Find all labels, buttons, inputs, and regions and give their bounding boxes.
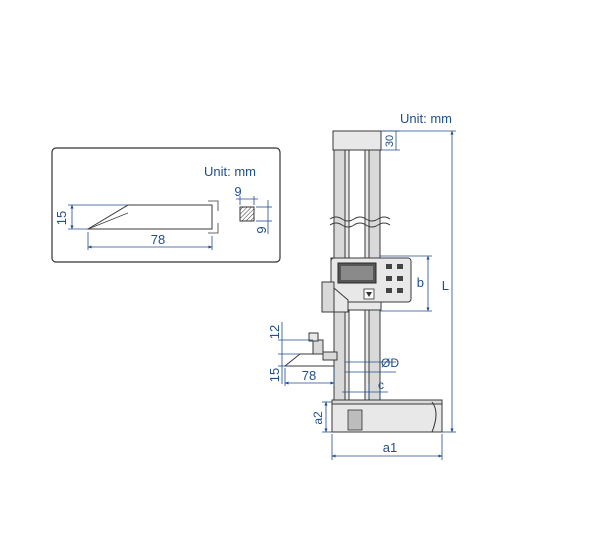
lcd-window: [341, 266, 373, 280]
base-foot: [347, 409, 363, 431]
dim-column-gap: c: [378, 378, 384, 392]
scriber-blade: [86, 204, 213, 230]
dim-scriber-height: 15: [267, 368, 282, 382]
inset-dim-section-height: 9: [254, 226, 269, 233]
display-buttons: [386, 264, 403, 293]
inset-unit-label: Unit: mm: [204, 164, 256, 179]
button: [397, 264, 403, 269]
inset-dim-height: 15: [54, 211, 69, 225]
height-gauge: Unit: mm: [267, 111, 456, 460]
base-top: [331, 399, 443, 405]
holder-arm: [322, 351, 338, 361]
dim-total-height: L: [442, 278, 449, 293]
dim-base-width: a1: [383, 440, 397, 455]
inset-dim-section-width: 9: [234, 184, 241, 199]
scriber-section: [239, 206, 255, 222]
scriber-detail-inset: Unit: mm 15 78 9 9: [51, 147, 281, 263]
slider-wedge: [333, 286, 349, 313]
scriber-tip-line: [87, 212, 129, 230]
inset-dim-length: 78: [151, 232, 165, 247]
button: [386, 264, 392, 269]
arrow-down-icon: [366, 292, 372, 297]
button: [386, 288, 392, 293]
scriber-clamp: [312, 339, 324, 355]
dim-scriber-vert: 12: [267, 325, 282, 339]
dim-scriber-length: 78: [302, 368, 316, 383]
column-top-cap: [332, 130, 382, 151]
button: [397, 288, 403, 293]
button: [386, 276, 392, 281]
column-break: [329, 216, 391, 228]
clamp-screw: [308, 332, 319, 342]
base-notch: [431, 401, 437, 433]
scriber-end-bracket: [208, 200, 219, 234]
fine-adjust-block: [321, 281, 335, 313]
button: [397, 276, 403, 281]
dim-display: b: [417, 275, 424, 290]
dim-diameter: ØD: [381, 356, 399, 370]
main-unit-label: Unit: mm: [400, 111, 452, 126]
dim-base-height: a2: [311, 411, 325, 425]
dim-top: 30: [384, 135, 396, 147]
